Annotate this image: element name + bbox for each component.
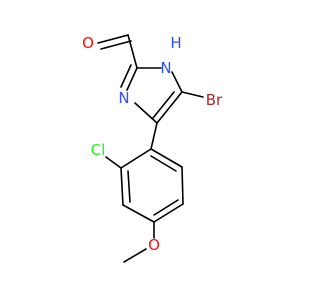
- bond-aldehyde-c2: [127, 34, 138, 69]
- atom-chlorine: Cl: [91, 141, 106, 159]
- bond-ph-4: [153, 203, 184, 223]
- bond-ph-5: [181, 166, 184, 205]
- atom-oxygen-methoxy: O: [148, 236, 160, 254]
- bond-c-cl: [105, 156, 122, 169]
- bond-c4-n3: [134, 102, 158, 124]
- bond-c5-c4-1: [156, 91, 183, 124]
- bond-ph-1: [120, 148, 152, 169]
- bond-o-ch3: [123, 248, 147, 263]
- atom-labels: O N H N Br Cl O: [82, 34, 223, 254]
- molecule-structure: O N H N Br Cl O: [82, 34, 223, 263]
- bond-ph-2: [120, 167, 124, 206]
- bond-n3-c2-1: [126, 67, 138, 91]
- bond-ph-3: [122, 204, 155, 223]
- bond-n3-c2-2: [120, 64, 132, 88]
- bond-aldehyde-co-2: [100, 40, 132, 50]
- bond-aldehyde-co-1: [97, 34, 129, 44]
- atom-hydrogen-nh: H: [170, 34, 181, 52]
- bond-ph-4b: [153, 199, 179, 216]
- atom-oxygen-aldehyde: O: [82, 34, 94, 52]
- atom-nitrogen-nh: N: [160, 59, 171, 77]
- bond-c5-c4-2: [152, 91, 175, 119]
- bond-ph-6: [150, 148, 183, 168]
- atom-nitrogen-ring: N: [118, 89, 129, 107]
- bond-n1-c5: [171, 71, 183, 93]
- atom-bromine: Br: [206, 91, 223, 109]
- bond-ph-6b: [150, 155, 177, 172]
- bonds: [97, 34, 204, 263]
- bond-c4-phenyl: [150, 122, 158, 150]
- bond-c5-br: [181, 91, 204, 98]
- bond-ph-2b: [127, 170, 131, 203]
